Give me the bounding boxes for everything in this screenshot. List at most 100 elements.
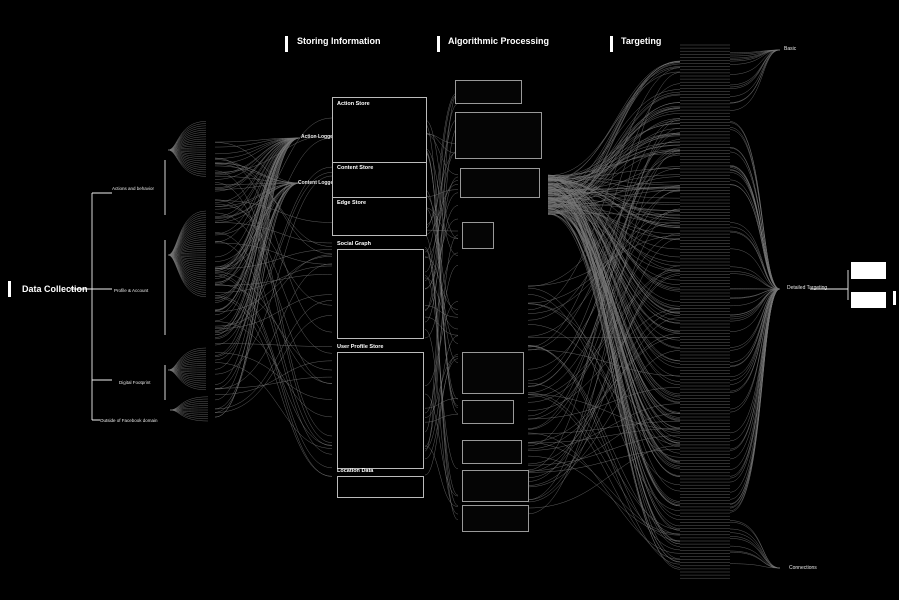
target-line xyxy=(547,203,681,414)
target-line xyxy=(547,151,681,180)
target-line xyxy=(527,382,681,530)
target-line xyxy=(527,317,681,486)
edge-store-title: Edge Store xyxy=(337,200,367,206)
section-title-data-collection: Data Collection xyxy=(22,284,88,294)
target-line xyxy=(527,83,681,348)
category-line xyxy=(729,532,781,569)
proc-line xyxy=(424,92,459,433)
collect-line xyxy=(214,182,301,207)
target-line xyxy=(527,337,681,443)
group-actions-behavior: Actions and behavior xyxy=(112,186,155,191)
target-line xyxy=(547,189,681,267)
category-line xyxy=(729,520,781,569)
store-line xyxy=(214,159,333,255)
proc-line xyxy=(424,152,459,406)
target-line xyxy=(547,187,681,190)
collect-line xyxy=(214,182,301,332)
store-line xyxy=(214,265,333,293)
category-line xyxy=(729,127,781,290)
category-line xyxy=(729,49,781,111)
target-line xyxy=(547,66,681,181)
target-line xyxy=(547,174,681,290)
proc-line xyxy=(424,189,459,363)
category-line xyxy=(729,288,781,470)
target-line xyxy=(547,134,681,184)
target-line xyxy=(527,333,681,450)
target-line xyxy=(527,345,681,535)
store-line xyxy=(214,222,333,244)
target-line xyxy=(527,67,681,311)
fan-line xyxy=(167,254,207,297)
processing-card xyxy=(455,80,522,104)
target-line xyxy=(547,190,681,207)
proc-line xyxy=(424,275,459,469)
category-line xyxy=(729,49,781,97)
target-line xyxy=(547,63,681,202)
target-line xyxy=(547,213,681,562)
target-line xyxy=(547,206,681,235)
target-line xyxy=(527,149,681,387)
processing-card xyxy=(462,440,522,464)
store-line xyxy=(214,271,333,384)
category-line xyxy=(729,288,781,299)
target-line xyxy=(527,455,681,536)
fan-line xyxy=(169,409,209,422)
store-line xyxy=(214,273,333,469)
target-line xyxy=(547,175,681,348)
proc-line xyxy=(424,277,459,330)
category-line xyxy=(729,536,781,569)
output-box-top xyxy=(851,262,886,279)
target-line xyxy=(527,268,681,398)
store-line xyxy=(214,263,333,390)
trunk-lines xyxy=(70,160,849,421)
category-line xyxy=(729,226,781,290)
target-line xyxy=(527,442,681,535)
processing-card xyxy=(460,168,540,198)
edge-store-panel xyxy=(332,197,427,236)
category-line xyxy=(729,528,781,569)
proc-line xyxy=(424,234,459,447)
category-line xyxy=(729,165,781,290)
category-line xyxy=(729,288,781,508)
targeting-detailed-label: Detailed Targeting xyxy=(787,285,828,291)
category-line xyxy=(729,550,781,569)
section-marker xyxy=(8,281,11,297)
target-line xyxy=(527,432,681,554)
target-line xyxy=(547,182,681,463)
target-line xyxy=(527,394,681,560)
proc-line xyxy=(424,356,459,418)
output-connector xyxy=(810,270,849,300)
collect-line xyxy=(214,137,301,148)
proc-line xyxy=(424,301,459,386)
store-line xyxy=(214,172,333,333)
target-line xyxy=(527,208,681,394)
target-line xyxy=(527,72,681,471)
target-line xyxy=(527,185,681,337)
fan-line xyxy=(167,149,207,177)
target-line xyxy=(547,152,681,176)
category-line xyxy=(729,288,781,479)
store-line xyxy=(214,275,333,477)
content-logger-label: Content Logger xyxy=(298,180,336,186)
collect-line xyxy=(214,137,301,401)
target-line xyxy=(527,428,681,444)
target-line xyxy=(547,118,681,215)
category-line xyxy=(729,49,781,75)
target-line xyxy=(547,187,681,531)
proc-line xyxy=(424,103,459,311)
target-line xyxy=(547,192,681,520)
target-line xyxy=(547,144,681,185)
target-line xyxy=(547,142,681,179)
store-line xyxy=(214,157,333,333)
collect-line xyxy=(214,137,301,385)
target-line xyxy=(547,205,681,240)
target-line xyxy=(547,179,681,219)
target-line xyxy=(547,197,681,444)
group-digital-footprint: Digital Footprint xyxy=(119,380,151,385)
target-line xyxy=(547,102,681,215)
section-title-targeting: Targeting xyxy=(621,36,662,46)
category-line xyxy=(729,288,781,512)
collect-line xyxy=(214,137,301,190)
proc-line xyxy=(424,305,459,318)
collect-line xyxy=(214,137,301,312)
